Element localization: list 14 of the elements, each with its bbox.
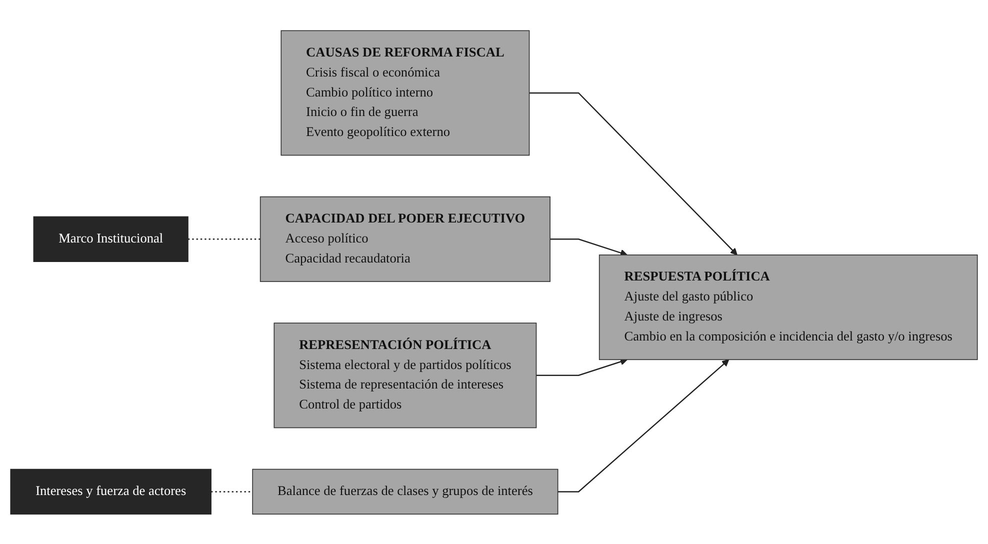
connector <box>211 490 253 492</box>
node-box <box>274 322 537 428</box>
node-box <box>33 216 188 262</box>
node-box <box>280 30 530 156</box>
node-box <box>598 254 978 360</box>
node-box <box>252 468 558 514</box>
node-box <box>10 468 212 514</box>
arrow <box>558 358 730 492</box>
flowchart-drawing: CAUSAS DE REFORMA FISCAL Crisis fiscal o económica Cambio político interno Inicio o fin de guerra Evento geopolítico externo RESPUESTA POLÍTICA Ajuste del gasto público Ajuste de ingresos Cambio en la composición e incidencia del gasto y/o ingresos Marco Institucional CAPACIDAD DEL PODER EJECUTIVO Acceso político Capacidad recaudatoria REPRESENTACIÓN POLÍTICA Sistema electoral y de partidos políticos Sistema de representación de intereses Control de partidos Intereses y fuerza de actores Balance de fuerzas de clases y grupos de interés <box>4 24 984 520</box>
connector <box>188 238 260 240</box>
arrow <box>550 238 628 256</box>
arrow <box>529 92 738 255</box>
arrow <box>536 358 628 376</box>
node-box <box>260 196 550 282</box>
